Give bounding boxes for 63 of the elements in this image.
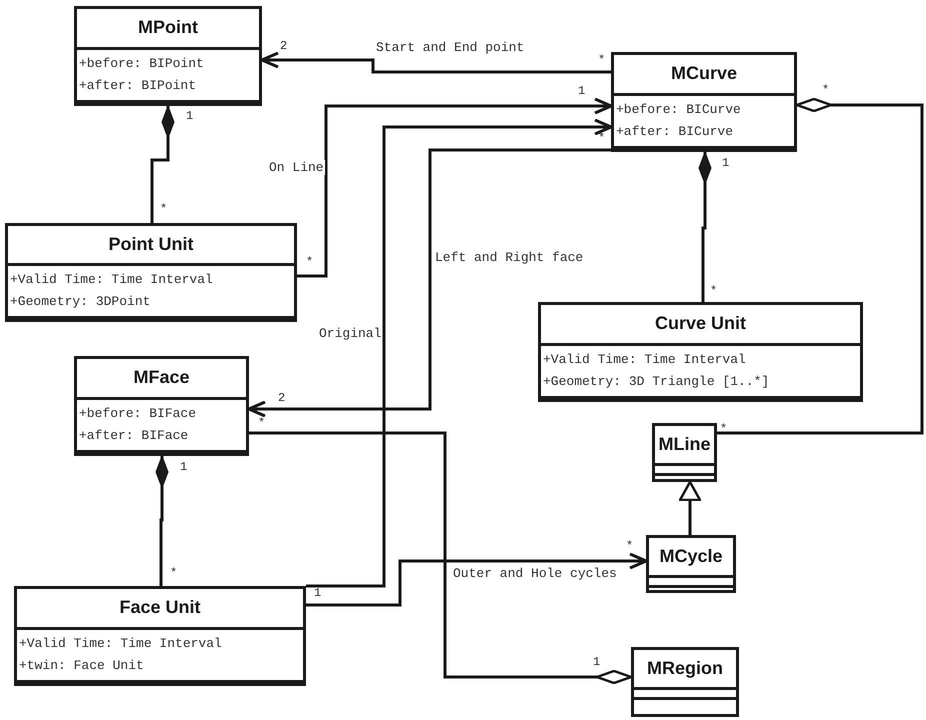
association-line: [248, 148, 611, 418]
attribute-text: +Valid Time: Time Interval: [19, 634, 223, 653]
class-box: [646, 535, 736, 593]
class-box: [74, 356, 249, 456]
multiplicity-label: *: [598, 54, 606, 66]
class-box: [611, 52, 797, 152]
multiplicity-label: *: [822, 84, 830, 96]
edge-label: Outer and Hole cycles: [452, 566, 618, 581]
class-name: MFace: [133, 367, 190, 388]
edge-label: Original: [318, 326, 382, 341]
multiplicity-label: 1: [578, 85, 586, 97]
multiplicity-label: 1: [722, 157, 730, 169]
association-line: [260, 52, 611, 74]
association-line: [249, 432, 632, 684]
attribute-text: +Geometry: 3D Triangle [1..*]: [543, 372, 770, 391]
association-line: [717, 98, 924, 434]
multiplicity-label: *: [160, 203, 168, 215]
attribute-text: +Valid Time: Time Interval: [10, 271, 214, 290]
multiplicity-label: 2: [280, 40, 288, 52]
multiplicity-label: *: [626, 540, 634, 552]
association-line: [297, 98, 612, 278]
multiplicity-label: *: [710, 285, 718, 297]
association-line: [156, 456, 168, 586]
attribute-text: +Valid Time: Time Interval: [543, 350, 747, 369]
multiplicity-label: *: [258, 417, 266, 429]
multiplicity-label: 1: [314, 587, 322, 599]
attribute-text: +before: BIFace: [79, 404, 198, 423]
class-box: [538, 302, 863, 402]
class-name: MPoint: [138, 17, 198, 38]
attribute-text: +after: BIFace: [79, 426, 190, 445]
association-line: [698, 152, 712, 302]
attribute-text: +after: BICurve: [616, 122, 734, 141]
attribute-text: +before: BICurve: [616, 100, 742, 119]
class-name: MCurve: [670, 63, 737, 84]
class-box: [652, 423, 717, 482]
class-box: [14, 586, 306, 686]
edge-label: Start and End point: [375, 40, 526, 55]
multiplicity-label: *: [720, 423, 728, 435]
class-name: Point Unit: [108, 234, 194, 256]
class-name: Curve Unit: [654, 313, 746, 334]
edge-label: Left and Right face: [434, 250, 584, 265]
association-line: [150, 106, 174, 223]
attribute-text: +before: BIPoint: [79, 54, 205, 73]
multiplicity-label: 1: [186, 110, 194, 122]
class-box: [74, 6, 262, 106]
class-box: [5, 223, 297, 322]
attribute-text: +after: BIPoint: [79, 76, 198, 95]
association-line: [306, 118, 612, 588]
attribute-text: +Geometry: 3DPoint: [10, 293, 152, 312]
association-line: [678, 480, 702, 535]
multiplicity-label: *: [170, 567, 178, 579]
attribute-text: +twin: Face Unit: [19, 656, 145, 675]
multiplicity-label: *: [306, 256, 314, 268]
class-name: MLine: [658, 434, 710, 455]
multiplicity-label: 1: [593, 656, 600, 668]
multiplicity-label: 2: [278, 392, 286, 404]
association-line: [306, 552, 648, 606]
class-name: MRegion: [647, 658, 723, 679]
class-name: MCycle: [659, 546, 723, 567]
multiplicity-label: *: [598, 132, 606, 144]
class-box: [631, 647, 739, 717]
multiplicity-label: 1: [180, 461, 188, 473]
class-name: Face Unit: [119, 597, 201, 618]
